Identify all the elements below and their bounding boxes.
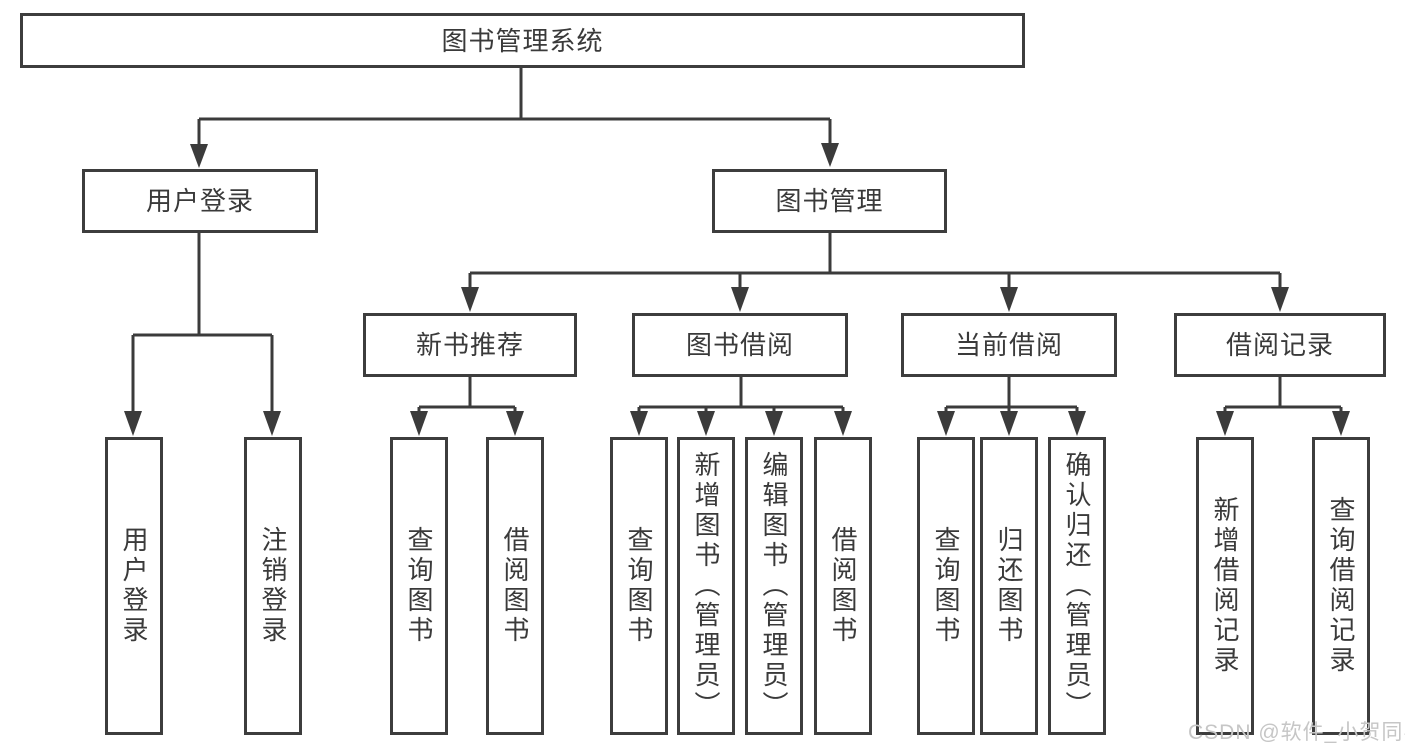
leaf-add-borrow-record-label: 新增借阅记录 bbox=[1210, 496, 1240, 676]
connector-newbook-split bbox=[417, 377, 517, 414]
node-current-borrowing-label: 当前借阅 bbox=[954, 330, 1063, 360]
node-root: 图书管理系统 bbox=[20, 13, 1025, 68]
leaf-confirm-return-admin-label: 确认归还（管理员） bbox=[1062, 451, 1092, 721]
leaf-query-borrow-record-label: 查询借阅记录 bbox=[1326, 496, 1356, 676]
leaf-recommend-borrow-books: 借阅图书 bbox=[486, 437, 544, 735]
leaf-return-books-label: 归还图书 bbox=[994, 526, 1024, 646]
leaf-query-borrow-record: 查询借阅记录 bbox=[1312, 437, 1370, 735]
node-book-management-label: 图书管理 bbox=[775, 186, 884, 216]
connector-records-split bbox=[1223, 377, 1343, 414]
leaf-recommend-borrow-books-label: 借阅图书 bbox=[500, 526, 530, 646]
leaf-borrowing-query-books: 查询图书 bbox=[610, 437, 668, 735]
leaf-logout-label: 注销登录 bbox=[258, 526, 288, 646]
node-book-borrowing: 图书借阅 bbox=[632, 313, 848, 377]
node-user-login-label: 用户登录 bbox=[145, 186, 254, 216]
node-new-book-recommend-label: 新书推荐 bbox=[415, 330, 524, 360]
node-borrowing-records: 借阅记录 bbox=[1174, 313, 1386, 377]
leaf-current-query-books-label: 查询图书 bbox=[931, 526, 961, 646]
leaf-recommend-query-books-label: 查询图书 bbox=[404, 526, 434, 646]
leaf-logout: 注销登录 bbox=[244, 437, 302, 735]
connector-book-mgmt-split bbox=[468, 233, 1282, 290]
node-root-label: 图书管理系统 bbox=[441, 25, 604, 56]
node-current-borrowing: 当前借阅 bbox=[901, 313, 1117, 377]
leaf-user-login: 用户登录 bbox=[105, 437, 163, 735]
node-new-book-recommend: 新书推荐 bbox=[363, 313, 577, 377]
leaf-borrowing-borrow-books-label: 借阅图书 bbox=[828, 526, 858, 646]
leaf-confirm-return-admin: 确认归还（管理员） bbox=[1048, 437, 1106, 735]
connector-current-split bbox=[944, 377, 1079, 414]
leaf-edit-books-admin: 编辑图书（管理员） bbox=[745, 437, 803, 735]
connector-borrow-split bbox=[637, 377, 845, 414]
leaf-return-books: 归还图书 bbox=[980, 437, 1038, 735]
csdn-watermark: CSDN @软件_小贺同学 bbox=[1188, 721, 1405, 744]
connector-user-login-split bbox=[131, 233, 274, 414]
node-book-borrowing-label: 图书借阅 bbox=[685, 330, 794, 360]
node-borrowing-records-label: 借阅记录 bbox=[1225, 330, 1334, 360]
node-book-management: 图书管理 bbox=[712, 169, 947, 233]
leaf-add-books-admin: 新增图书（管理员） bbox=[677, 437, 735, 735]
leaf-current-query-books: 查询图书 bbox=[917, 437, 975, 735]
leaf-edit-books-admin-label: 编辑图书（管理员） bbox=[759, 451, 789, 721]
node-user-login: 用户登录 bbox=[82, 169, 318, 233]
leaf-add-borrow-record: 新增借阅记录 bbox=[1196, 437, 1254, 735]
leaf-user-login-label: 用户登录 bbox=[119, 526, 149, 646]
leaf-add-books-admin-label: 新增图书（管理员） bbox=[691, 451, 721, 721]
leaf-borrowing-borrow-books: 借阅图书 bbox=[814, 437, 872, 735]
connector-root bbox=[199, 68, 830, 121]
leaf-borrowing-query-books-label: 查询图书 bbox=[624, 526, 654, 646]
leaf-recommend-query-books: 查询图书 bbox=[390, 437, 448, 735]
